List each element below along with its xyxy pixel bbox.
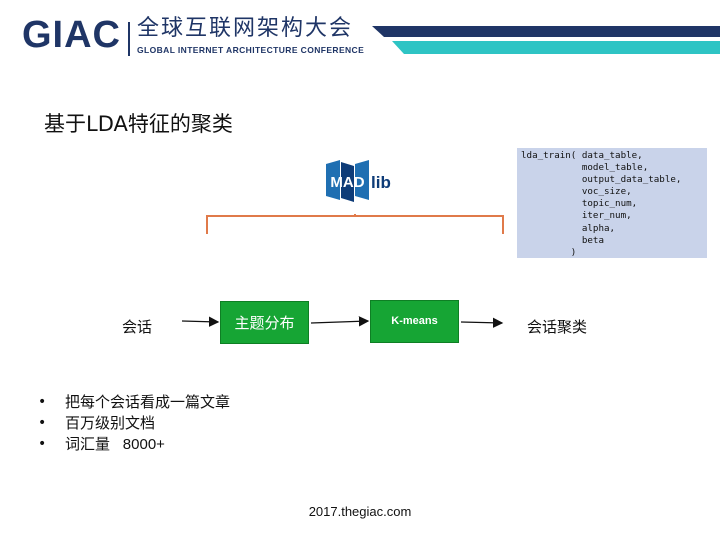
madlib-logo-mad: MAD [330,174,364,191]
bullet-value: 8000+ [122,436,165,453]
conference-name-en: GLOBAL INTERNET ARCHITECTURE CONFERENCE [137,45,365,55]
bullet-item: • 百万级别文档 [38,413,230,434]
code-line: ) [521,246,577,258]
header-stripe-teal [392,41,720,54]
code-line: alpha, [521,222,616,234]
footer-url: 2017.thegiac.com [308,504,412,519]
header-stripes [372,26,720,54]
giac-logo-text: GIAC [22,14,121,56]
bullet-marker: • [38,394,47,410]
bullet-text: 词汇量 [65,435,111,453]
logo-separator [128,22,130,56]
bullet-text: 百万级别文档 [65,414,156,432]
arrow-input-to-topic [181,316,220,327]
kmeans-box: K-means [370,300,459,343]
code-line: beta [521,234,604,246]
code-line: model_table, [521,162,649,174]
grouping-bracket [206,214,504,234]
arrow-topic-to-kmeans [310,316,370,327]
code-line: voc_size, [521,186,632,198]
bullet-item: • 词汇量 8000+ [38,434,230,455]
conference-name-cn: 全球互联网架构大会 [137,16,354,41]
flow-input-label: 会话 [122,318,153,336]
lda-train-code-block: lda_train( data_table, model_table, outp… [517,148,707,258]
bullet-item: • 把每个会话看成一篇文章 [38,392,230,413]
code-line: topic_num, [521,198,638,210]
header-stripe-navy [372,26,720,37]
flow-output-label: 会话聚类 [527,318,588,336]
code-line: lda_train( data_table, [521,150,643,161]
arrow-kmeans-to-output [460,317,504,328]
bullet-text: 把每个会话看成一篇文章 [65,393,231,411]
topic-distribution-box: 主题分布 [220,301,309,344]
code-line: iter_num, [521,210,632,222]
bullet-marker: • [38,436,47,452]
bullet-marker: • [38,415,47,431]
madlib-logo: MAD lib [326,160,391,202]
slide-title: 基于LDA特征的聚类 [44,112,233,136]
madlib-logo-lib: lib [371,173,391,192]
code-line: output_data_table, [521,174,682,186]
bullet-list: • 把每个会话看成一篇文章 • 百万级别文档 • 词汇量 8000+ [38,392,230,455]
